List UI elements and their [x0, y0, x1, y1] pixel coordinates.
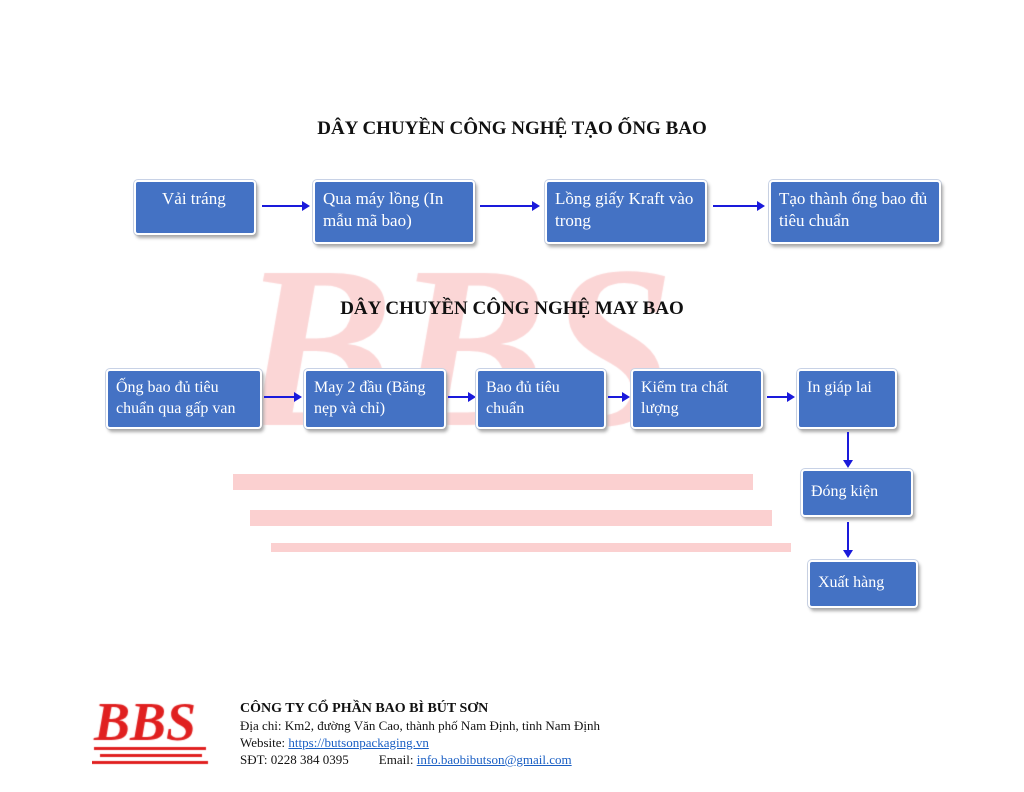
arrow: [767, 392, 795, 402]
step-long-giay-kraft: Lồng giấy Kraft vào trong: [545, 180, 707, 244]
step-qua-may-long: Qua máy lồng (In mẫu mã bao): [313, 180, 475, 244]
step-dong-kien: Đóng kiện: [801, 469, 913, 517]
arrow-down: [843, 432, 853, 468]
step-ong-bao: Ống bao đủ tiêu chuẩn qua gấp van: [106, 369, 262, 429]
company-logo: [92, 692, 210, 768]
step-xuat-hang: Xuất hàng: [808, 560, 918, 608]
arrow: [448, 392, 476, 402]
website-line: Website: https://butsonpackaging.vn: [240, 734, 600, 751]
watermark-bar: [271, 543, 791, 552]
website-label: Website:: [240, 735, 289, 750]
email-link[interactable]: info.baobibutson@gmail.com: [416, 752, 572, 767]
arrow: [713, 201, 765, 211]
company-name: CÔNG TY CỔ PHẦN BAO BÌ BÚT SƠN: [240, 701, 489, 716]
website-link[interactable]: https://butsonpackaging.vn: [288, 735, 429, 750]
email-label: Email:: [378, 752, 417, 767]
arrow: [264, 392, 302, 402]
address: Địa chỉ: Km2, đường Văn Cao, thành phố N…: [240, 718, 600, 733]
step-tao-thanh-ong-bao: Tạo thành ống bao đủ tiêu chuẩn: [769, 180, 941, 244]
phone: SĐT: 0228 384 0395: [240, 752, 349, 767]
arrow-down: [843, 522, 853, 558]
contact-line: SĐT: 0228 384 0395 Email: info.baobibutso…: [240, 751, 600, 768]
arrow: [262, 201, 310, 211]
watermark-bar: [233, 474, 753, 490]
step-vai-trang: Vải tráng: [134, 180, 256, 235]
arrow: [608, 392, 630, 402]
step-in-giap-lai: In giáp lai: [797, 369, 897, 429]
arrow: [480, 201, 540, 211]
step-may-2-dau: May 2 đầu (Băng nẹp và chỉ): [304, 369, 446, 429]
step-bao-du-tieu-chuan: Bao đủ tiêu chuẩn: [476, 369, 606, 429]
step-kiem-tra-chat-luong: Kiểm tra chất lượng: [631, 369, 763, 429]
section2-title: DÂY CHUYỀN CÔNG NGHỆ MAY BAO: [340, 298, 684, 319]
section1-title: DÂY CHUYỀN CÔNG NGHỆ TẠO ỐNG BAO: [317, 118, 707, 139]
footer: CÔNG TY CỔ PHẦN BAO BÌ BÚT SƠN Địa chỉ: …: [240, 700, 600, 768]
watermark-bar: [250, 510, 772, 526]
